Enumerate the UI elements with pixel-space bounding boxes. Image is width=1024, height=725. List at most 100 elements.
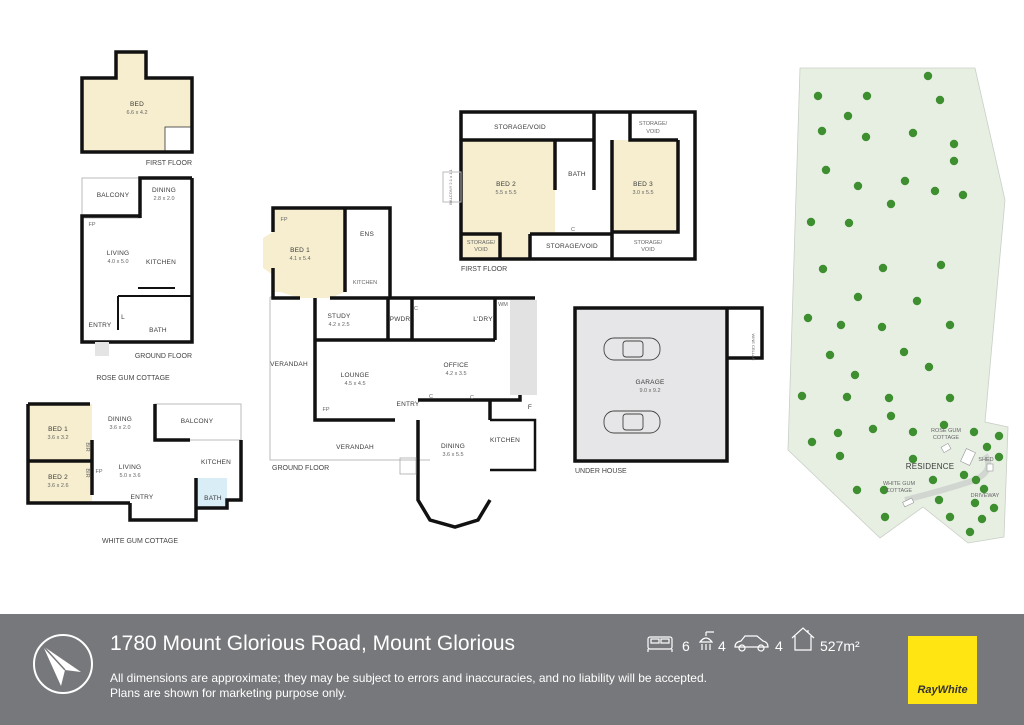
site-plan: ROSE GUM COTTAGE RESIDENCE SHED WHITE GU… [787,67,1009,544]
room-label: BATH [568,171,586,178]
compass-logo-icon [33,634,93,694]
tree-icon [971,475,981,485]
tree-icon [806,217,816,227]
room-dimension: 3.6 x 2.6 [47,483,68,489]
property-address: 1780 Mount Glorious Road, Mount Glorious [110,632,516,655]
site-label: RESIDENCE [906,462,954,471]
building-name: ROSE GUM COTTAGE [96,375,170,382]
room-dimension: 4.0 x 5.0 [107,259,128,265]
room-label: ENS [360,231,374,238]
bed-icon [647,636,673,652]
room-label: OFFICE [443,362,468,369]
tree-icon [852,485,862,495]
brand-name: RayWhite [917,684,968,696]
room-label: LIVING [107,250,130,257]
tree-icon [813,91,823,101]
room-dimension: 4.5 x 4.5 [344,381,365,387]
room-label: VERANDAH [336,444,374,451]
room-dimension: 9.0 x 9.2 [639,388,660,394]
car-icon [603,337,661,434]
room-label: KITCHEN [201,459,231,466]
tree-icon [836,320,846,330]
tree-icon [844,218,854,228]
room-dimension: 5.5 x 5.5 [495,190,516,196]
room-label: L [121,314,125,321]
white-gum-cottage-plan: DINING 3.6 x 2.0 BALCONY BED 1 3.6 x 3.2… [26,402,243,545]
tree-icon [982,442,992,452]
building-name: WHITE GUM COTTAGE [102,538,178,545]
room-label: BED 2 [48,474,68,481]
floor-label: FIRST FLOOR [461,266,507,273]
tree-icon [959,470,969,480]
floor-label: GROUND FLOOR [135,353,192,360]
room-label: GARAGE [635,379,664,386]
tree-icon [818,264,828,274]
tree-icon [930,186,940,196]
land-parcel [787,67,1009,544]
house-icon [791,627,815,651]
robe-label: BIR [84,468,90,477]
room-label: BATH [149,327,167,334]
tree-icon [868,424,878,434]
trees [797,71,1004,537]
tree-icon [817,126,827,136]
room-label: VOID [474,247,487,253]
room-label: BALCONY [181,418,214,425]
tree-icon [934,495,944,505]
footer-band: 1780 Mount Glorious Road, Mount Glorious… [0,614,1024,725]
tree-icon [936,260,946,270]
room-label: STORAGE/ [634,240,663,246]
tree-icon [970,498,980,508]
tree-icon [850,370,860,380]
tree-icon [958,190,968,200]
room-dimension: 4.1 x 5.4 [289,256,310,262]
robe-label: BIR [84,442,90,451]
cupboard-label: C [571,227,575,233]
room-label: STORAGE/ [467,240,496,246]
residence-ground-floor: BED 1 4.1 x 5.4 FP ENS KITCHEN STUDY 4.2… [263,206,537,529]
tree-icon [862,91,872,101]
fridge-label: F [528,404,532,411]
room-label: DINING [441,443,465,450]
room-label: WINE CELLAR [751,333,756,360]
tree-icon [908,454,918,464]
room-label: BALCONY [97,192,130,199]
balcony-label: BALCONY 2.1 x 1.1 [448,168,453,204]
tree-icon [835,451,845,461]
tree-icon [878,263,888,273]
tree-icon [884,393,894,403]
room-label: VERANDAH [270,361,308,368]
room-label: BATH [204,495,222,502]
tree-icon [994,452,1004,462]
site-label: WHITE GUM [883,481,915,487]
tree-icon [923,71,933,81]
room-dimension: 2.8 x 2.0 [153,196,174,202]
room-label: BED 2 [496,181,516,188]
room-label: VOID [646,129,659,135]
room-label: LOUNGE [341,372,370,379]
tree-icon [989,503,999,513]
cupboard-label: C [414,306,418,312]
fireplace-label: FP [322,407,329,413]
room-label: STORAGE/VOID [546,243,598,250]
disclaimer: All dimensions are approximate; they may… [110,671,707,701]
room-label: ENTRY [89,322,112,329]
room-dimension: 5.0 x 3.6 [119,473,140,479]
car-space-count: 4 [775,638,783,654]
tree-icon [924,362,934,372]
tree-icon [939,420,949,430]
tree-icon [908,128,918,138]
tree-icon [945,320,955,330]
tree-icon [908,427,918,437]
room-label: KITCHEN [146,259,176,266]
tree-icon [886,411,896,421]
room-label: STORAGE/ [639,121,668,127]
room-label: LIVING [119,464,142,471]
site-label: COTTAGE [886,488,913,494]
tree-icon [900,176,910,186]
room-label: BED 1 [48,426,68,433]
under-house-garage: GARAGE 9.0 x 9.2 WINE CELLAR UNDER HOUSE [573,306,764,475]
room-label: KITCHEN [353,280,377,286]
tree-icon [825,350,835,360]
room-dimension: 3.0 x 5.5 [632,190,653,196]
